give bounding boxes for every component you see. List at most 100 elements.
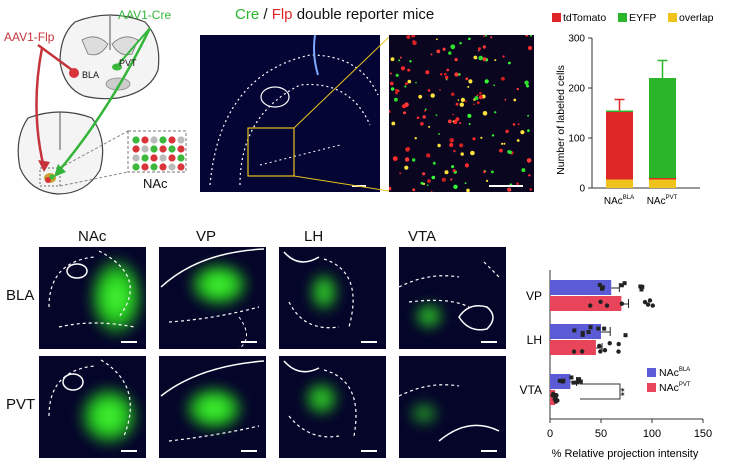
data-point (555, 398, 560, 403)
micrograph-pvt-vta (399, 356, 506, 458)
labeled-cell-dot (436, 38, 438, 41)
labeled-cell-dot (457, 99, 460, 101)
data-point (572, 328, 577, 333)
hbar-legend-pvt: NAcPVT (659, 382, 691, 394)
hbar-legend-swatch-pvt (647, 383, 656, 392)
labeled-cell-dot (454, 58, 458, 62)
labeled-cell-dot (478, 47, 481, 50)
labeled-cell-dot (529, 188, 532, 191)
virus-cre-label: AAV1-Cre (118, 8, 172, 22)
labeled-cell-dot (448, 51, 452, 55)
labeled-cell-dot (467, 113, 472, 118)
labeled-cell-dot (528, 174, 531, 177)
data-point (597, 343, 602, 349)
labeled-cell-dot (501, 76, 505, 81)
labeled-cell-dot (399, 56, 402, 59)
data-point (561, 378, 566, 383)
labeled-cell-dot (452, 169, 456, 173)
labeled-cell-dot (478, 95, 483, 100)
data-point (580, 332, 585, 337)
labeled-cell-dot (468, 37, 471, 41)
labeled-cell-dot (459, 102, 464, 107)
data-point (647, 298, 653, 303)
labeled-cell-dot (454, 72, 459, 77)
hbar-legend-swatch-bla (647, 368, 656, 377)
labeled-cell-dot (447, 119, 452, 124)
labeled-cell-dot (404, 157, 410, 162)
title-slash: / (263, 6, 268, 23)
labeled-cell-dot (460, 97, 465, 102)
micrograph-bla-vta (399, 247, 506, 349)
micrograph-overview (200, 35, 380, 192)
col-header-vta: VTA (408, 228, 437, 245)
x-tick-label: 0 (547, 428, 553, 440)
labeled-cell-dot (450, 178, 453, 181)
labeled-cell-dot (430, 93, 435, 98)
data-point (650, 303, 655, 308)
labeled-cell-dot (472, 137, 476, 141)
virus-flp-label: AAV1-Flp (4, 30, 55, 44)
y-tick-label: 100 (568, 134, 585, 145)
micrograph-bla-vp (159, 247, 266, 349)
data-point (598, 349, 603, 354)
nac-target-box (39, 167, 61, 187)
labeled-cell-dot (490, 36, 493, 39)
labeled-cell-dot (455, 102, 459, 106)
data-point (575, 380, 580, 385)
labeled-cell-dot (455, 117, 460, 121)
data-point (579, 349, 585, 354)
labeled-cell-dot (390, 81, 394, 86)
bar-segment-eyfp (606, 110, 633, 112)
labeled-cell-dot (459, 122, 462, 124)
labeled-cell-dot (412, 40, 415, 42)
labeled-cell-dot (482, 111, 488, 116)
labeled-cell-dot (430, 53, 433, 56)
labeled-cell-dot (516, 87, 519, 91)
labeled-cell-dot (416, 116, 420, 120)
labeled-cell-dot (391, 121, 396, 126)
labeled-cell-dot (484, 35, 488, 37)
labeled-cell-dot (395, 91, 398, 95)
data-point (596, 326, 601, 331)
labeled-cell-dot (440, 73, 443, 76)
x-tick-label: 50 (595, 428, 607, 440)
data-point (571, 380, 576, 385)
region-bla-label: BLA (82, 70, 100, 80)
labeled-cell-dot (482, 45, 486, 49)
labeled-cell-dot (418, 94, 423, 99)
labeled-cell-dot (444, 72, 447, 76)
labeled-cell-dot (526, 84, 529, 88)
labeled-cell-dot (473, 103, 475, 106)
labeled-cell-dot (502, 55, 505, 58)
cell-grid-dots (132, 136, 185, 171)
labeled-cell-dot (436, 49, 441, 54)
data-point (576, 377, 581, 382)
labeled-cell-dot (445, 78, 448, 81)
labeled-cell-dot (473, 55, 478, 60)
category-label: VP (526, 289, 542, 303)
data-point (588, 325, 593, 330)
labeled-cell-dot (426, 184, 429, 186)
labeled-cell-dot (399, 172, 402, 175)
row-header-bla: BLA (6, 287, 35, 304)
labeled-cell-dot (395, 88, 398, 92)
labeled-cell-dot (457, 73, 461, 76)
labeled-cell-dot (507, 187, 512, 192)
labeled-cell-dot (520, 130, 525, 135)
labeled-cell-dot (517, 123, 520, 126)
labeled-cell-dot (428, 125, 431, 128)
labeled-cell-dot (398, 59, 401, 62)
category-label: LH (527, 333, 542, 347)
labeled-cell-dot (494, 59, 497, 62)
labeled-cell-dot (412, 158, 416, 162)
y-tick-label: 200 (568, 84, 585, 95)
data-point (557, 378, 562, 383)
labeled-cell-dot (513, 98, 517, 102)
data-point (619, 301, 625, 306)
injection-schematic (17, 14, 187, 195)
data-point (645, 302, 651, 307)
labeled-cell-dot (389, 186, 392, 191)
labeled-cell-dot (465, 77, 469, 81)
hbar-legend-bla: NAcBLA (659, 367, 690, 379)
